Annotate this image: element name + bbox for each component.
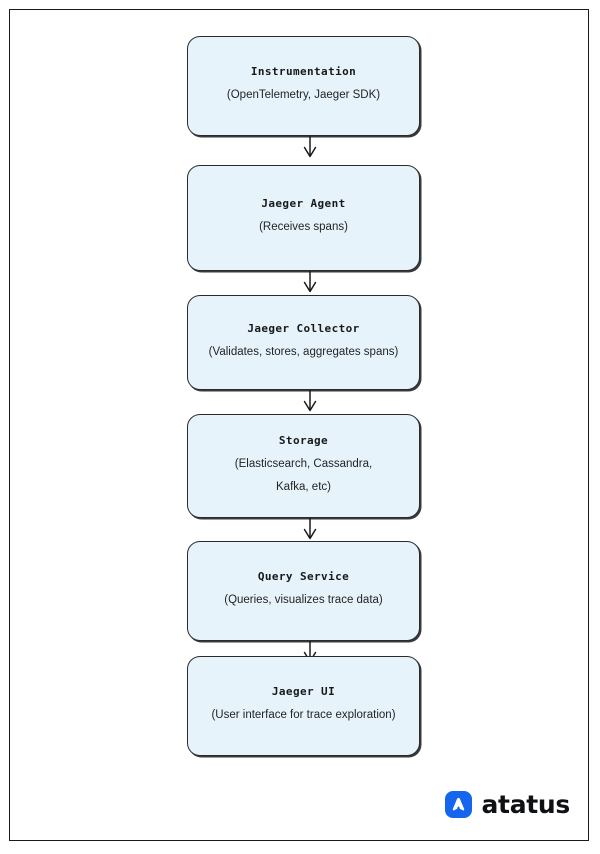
- node-subtitle-line: (Elasticsearch, Cassandra,: [234, 458, 373, 471]
- node-subtitle-line: (Receives spans): [259, 221, 348, 234]
- node-title: Jaeger Agent: [261, 197, 346, 211]
- node-subtitle: (Elasticsearch, Cassandra, Kafka, etc): [235, 453, 372, 498]
- flow-node-jaeger-ui[interactable]: Jaeger UI (User interface for trace expl…: [187, 656, 420, 756]
- flow-node-instrumentation[interactable]: Instrumentation (OpenTelemetry, Jaeger S…: [187, 36, 420, 136]
- flow-arrow-storage-to-query-service: [298, 518, 322, 540]
- node-title: Query Service: [257, 570, 350, 584]
- node-subtitle-line: (Queries, visualizes trace data): [224, 594, 383, 607]
- node-subtitle: (Receives spans): [259, 216, 348, 238]
- node-title: Storage: [278, 433, 329, 447]
- atatus-brand: atatus: [445, 791, 570, 818]
- node-title: Instrumentation: [250, 65, 357, 79]
- node-subtitle: (OpenTelemetry, Jaeger SDK): [227, 84, 380, 106]
- atatus-logo-icon: [445, 791, 473, 818]
- node-subtitle: (Validates, stores, aggregates spans): [209, 341, 399, 363]
- node-subtitle-line: (Validates, stores, aggregates spans): [208, 345, 399, 358]
- node-subtitle: (Queries, visualizes trace data): [224, 589, 383, 611]
- node-title: Jaeger Collector: [247, 321, 360, 335]
- flow-node-jaeger-agent[interactable]: Jaeger Agent (Receives spans): [187, 165, 420, 271]
- flow-arrow-instrumentation-to-jaeger-agent: [298, 136, 322, 158]
- flow-arrow-jaeger-agent-to-jaeger-collector: [298, 271, 322, 293]
- node-subtitle-line: (OpenTelemetry, Jaeger SDK): [226, 89, 381, 102]
- flowchart: Instrumentation (OpenTelemetry, Jaeger S…: [10, 10, 590, 770]
- node-subtitle: (User interface for trace exploration): [211, 704, 395, 726]
- node-subtitle-line: Kafka, etc): [276, 480, 331, 493]
- flow-node-storage[interactable]: Storage (Elasticsearch, Cassandra, Kafka…: [187, 414, 420, 518]
- flow-node-query-service[interactable]: Query Service (Queries, visualizes trace…: [187, 541, 420, 641]
- diagram-page: Instrumentation (OpenTelemetry, Jaeger S…: [9, 9, 589, 841]
- flow-node-jaeger-collector[interactable]: Jaeger Collector (Validates, stores, agg…: [187, 295, 420, 390]
- node-title: Jaeger UI: [271, 685, 336, 699]
- flow-arrow-jaeger-collector-to-storage: [298, 390, 322, 412]
- node-subtitle-line: (User interface for trace exploration): [211, 709, 396, 722]
- atatus-wordmark: atatus: [481, 790, 570, 819]
